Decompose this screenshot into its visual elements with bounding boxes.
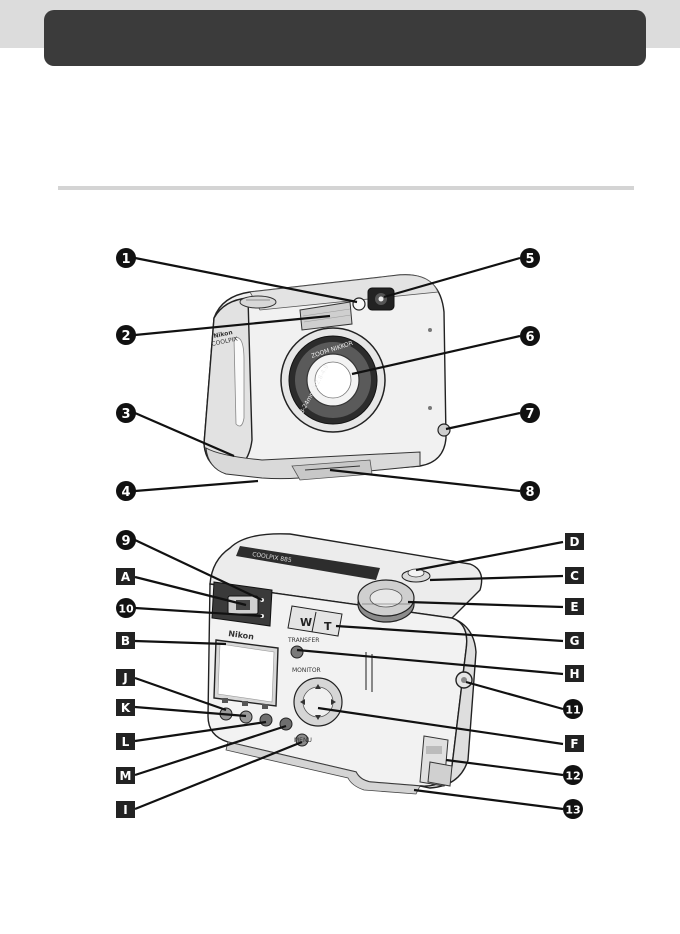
svg-text:A: A bbox=[121, 570, 131, 584]
back-callout-K: K bbox=[116, 699, 135, 716]
svg-text:13: 13 bbox=[565, 804, 580, 817]
front-callout-7: 7 bbox=[520, 403, 540, 423]
back-callout-H: H bbox=[565, 665, 584, 682]
svg-text:6: 6 bbox=[525, 330, 534, 345]
front-callout-1: 1 bbox=[116, 248, 136, 268]
svg-text:4: 4 bbox=[121, 485, 130, 500]
back-brand-text: Nikon bbox=[228, 629, 255, 642]
back-callout-D: D bbox=[565, 533, 584, 550]
svg-text:L: L bbox=[122, 735, 130, 749]
svg-text:10: 10 bbox=[118, 603, 134, 616]
svg-text:9: 9 bbox=[121, 534, 130, 549]
svg-text:12: 12 bbox=[565, 770, 580, 783]
back-callout-B: B bbox=[116, 632, 135, 649]
back-callout-M: M bbox=[116, 767, 135, 784]
back-leader-lines bbox=[134, 539, 564, 811]
back-callout-E: E bbox=[565, 598, 584, 615]
monitor-label: MONITOR bbox=[292, 667, 321, 674]
svg-text:G: G bbox=[570, 634, 580, 648]
svg-text:F: F bbox=[570, 737, 578, 751]
menu-label: MENU bbox=[294, 737, 312, 744]
front-callout-8: 8 bbox=[520, 481, 540, 501]
back-callout-C: C bbox=[565, 567, 584, 584]
svg-text:7: 7 bbox=[525, 407, 534, 422]
svg-text:11: 11 bbox=[565, 704, 580, 717]
zoom-w-label: W bbox=[300, 616, 312, 629]
svg-text:J: J bbox=[122, 671, 127, 685]
front-callout-2: 2 bbox=[116, 325, 136, 345]
back-callout-11: 11 bbox=[563, 699, 583, 719]
svg-text:3: 3 bbox=[121, 407, 130, 422]
svg-text:D: D bbox=[570, 535, 580, 549]
back-callout-9: 9 bbox=[116, 530, 136, 550]
back-callout-L: L bbox=[116, 733, 135, 750]
back-callout-I: I bbox=[116, 801, 135, 818]
back-callout-F: F bbox=[565, 735, 584, 752]
zoom-t-label: T bbox=[324, 620, 332, 633]
svg-text:1: 1 bbox=[121, 252, 130, 267]
header-bar bbox=[44, 10, 646, 66]
back-callout-13: 13 bbox=[563, 799, 583, 819]
back-callout-10: 10 bbox=[116, 598, 136, 618]
svg-text:5: 5 bbox=[525, 252, 534, 267]
camera-back-illustration: COOLPIX 885 Nikon W T bbox=[207, 533, 483, 795]
front-callout-4: 4 bbox=[116, 481, 136, 501]
back-callout-A: A bbox=[116, 568, 135, 585]
front-leader-lines bbox=[134, 256, 521, 493]
svg-text:K: K bbox=[121, 701, 131, 715]
svg-text:I: I bbox=[123, 803, 127, 817]
svg-text:8: 8 bbox=[525, 485, 534, 500]
transfer-label: TRANSFER bbox=[287, 637, 319, 644]
svg-text:B: B bbox=[121, 634, 130, 648]
svg-text:M: M bbox=[120, 769, 132, 783]
front-callout-5: 5 bbox=[520, 248, 540, 268]
front-callout-6: 6 bbox=[520, 326, 540, 346]
back-callout-12: 12 bbox=[563, 765, 583, 785]
section-rule bbox=[58, 186, 634, 190]
svg-text:2: 2 bbox=[121, 329, 130, 344]
camera-front-illustration: Nikon COOLPIX ZOOM NIKKOR 8-24mm 1:2.8-4… bbox=[203, 274, 451, 481]
svg-text:E: E bbox=[570, 600, 578, 614]
back-callout-G: G bbox=[565, 632, 584, 649]
svg-text:C: C bbox=[570, 569, 579, 583]
back-callout-J: J bbox=[116, 669, 135, 686]
front-callout-3: 3 bbox=[116, 403, 136, 423]
svg-text:Nikon: Nikon bbox=[213, 329, 233, 340]
svg-text:H: H bbox=[569, 667, 579, 681]
